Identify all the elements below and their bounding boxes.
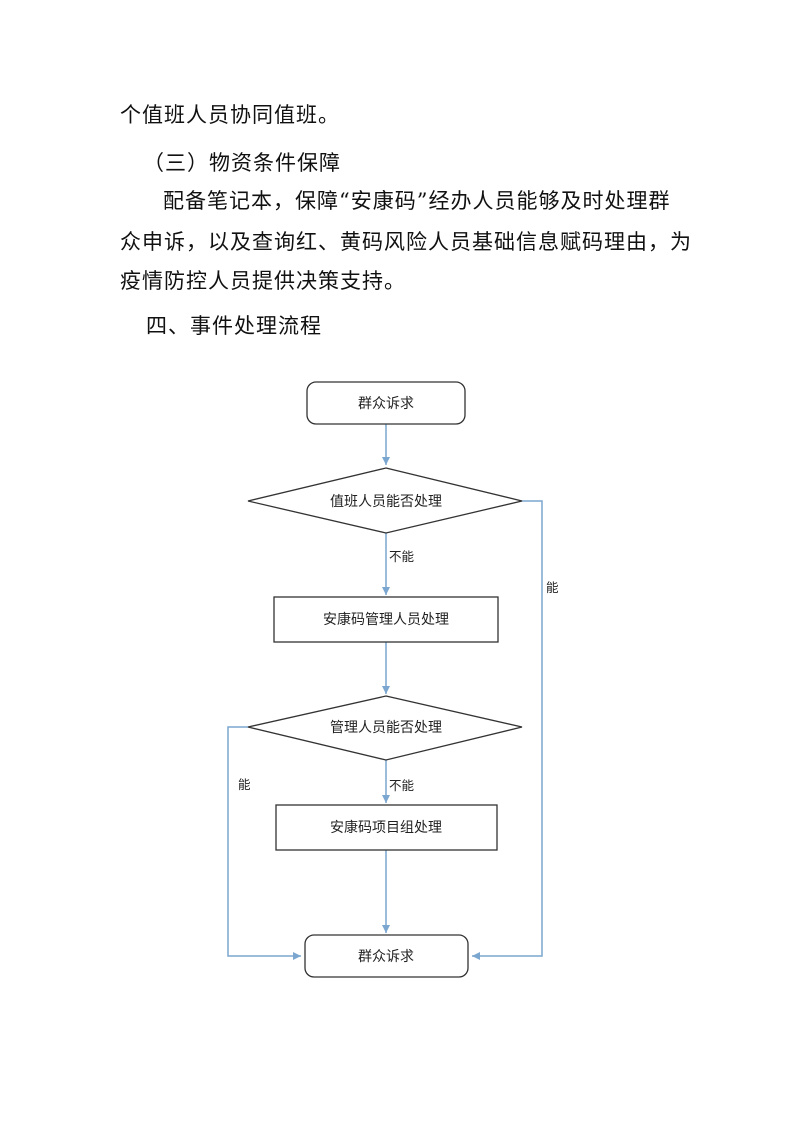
step-1-box xyxy=(273,596,499,643)
step-2-label: 安康码项目组处理 xyxy=(330,819,442,836)
paragraph-line-1: 个值班人员协同值班。 xyxy=(120,103,340,127)
edge-label-no-2: 不能 xyxy=(389,778,415,793)
decision-2-diamond xyxy=(247,695,523,761)
start-box xyxy=(306,381,466,425)
decision-2-label: 管理人员能否处理 xyxy=(330,720,442,736)
section-heading-4: 四、事件处理流程 xyxy=(146,314,322,338)
connectors xyxy=(227,424,543,960)
decision-1-diamond xyxy=(247,467,523,534)
decision-2: 管理人员能否处理 xyxy=(247,695,523,761)
step-2: 安康码项目组处理 xyxy=(275,804,498,851)
arrow-decision1-yes-to-end xyxy=(472,500,543,960)
end-node: 群众诉求 xyxy=(304,934,469,978)
paragraph-line-4: 疫情防控人员提供决策支持。 xyxy=(120,269,406,293)
decision-1: 值班人员能否处理 xyxy=(247,467,523,534)
start-node: 群众诉求 xyxy=(306,381,466,425)
end-label: 群众诉求 xyxy=(358,949,414,965)
arrow-decision2-yes-to-end xyxy=(227,726,301,960)
section-heading-3: （三）物资条件保障 xyxy=(143,151,341,175)
paragraph-line-3: 众申诉，以及查询红、黄码风险人员基础信息赋码理由，为 xyxy=(120,230,692,254)
start-label: 群众诉求 xyxy=(358,396,414,412)
decision-1-label: 值班人员能否处理 xyxy=(330,494,442,510)
step-1: 安康码管理人员处理 xyxy=(273,596,499,643)
step-2-box xyxy=(275,804,498,851)
end-box xyxy=(304,934,469,978)
step-1-label: 安康码管理人员处理 xyxy=(323,611,449,628)
edge-label-yes-2: 能 xyxy=(238,777,251,792)
edge-label-no-1: 不能 xyxy=(389,549,415,564)
edge-label-yes-1: 能 xyxy=(546,580,559,595)
paragraph-line-2: 配备笔记本，保障“安康码”经办人员能够及时处理群 xyxy=(163,189,671,213)
